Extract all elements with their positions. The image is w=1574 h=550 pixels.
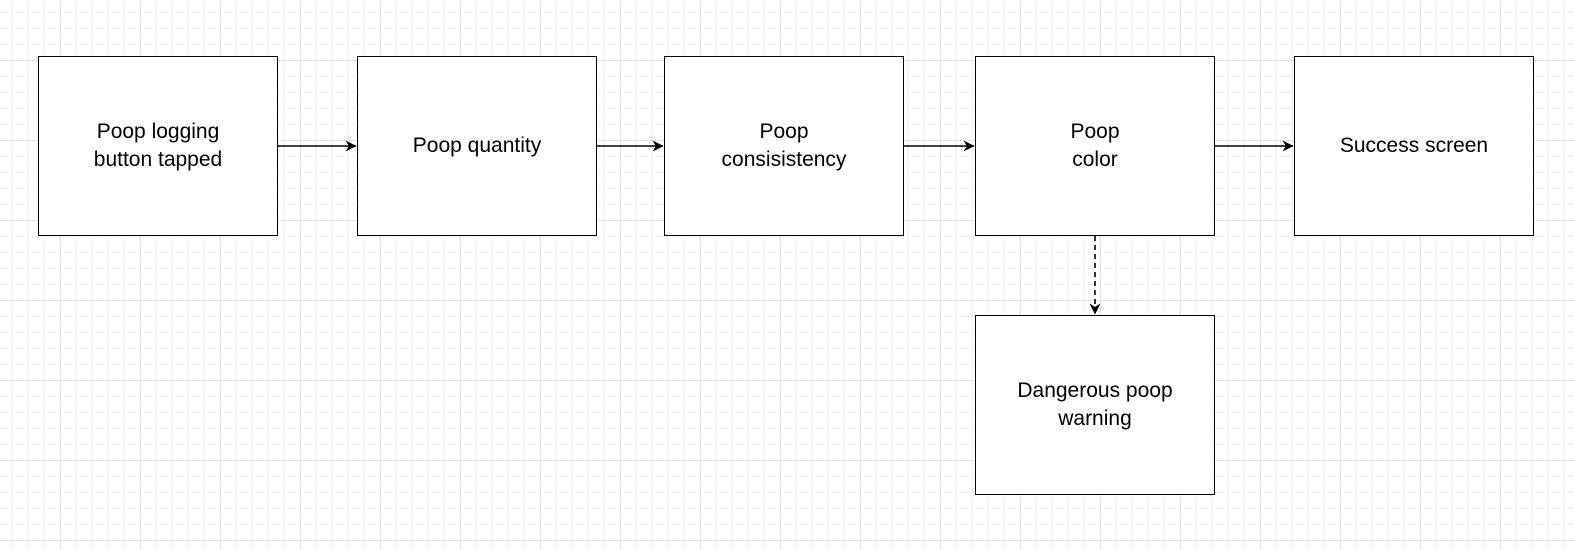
node-label: Poop logging button tapped bbox=[93, 120, 223, 171]
node-label: Poop quantity bbox=[412, 134, 542, 157]
node-label: Poop color bbox=[1070, 120, 1120, 171]
node-success-screen[interactable]: Success screen bbox=[1294, 56, 1534, 236]
node-dangerous-poop-warning[interactable]: Dangerous poop warning bbox=[975, 315, 1215, 495]
node-label: Poop consisistency bbox=[721, 120, 847, 171]
node-poop-logging-button-tapped[interactable]: Poop logging button tapped bbox=[38, 56, 278, 236]
node-poop-consistency[interactable]: Poop consisistency bbox=[664, 56, 904, 236]
node-label: Dangerous poop warning bbox=[1017, 379, 1173, 430]
node-label: Success screen bbox=[1339, 134, 1489, 157]
node-poop-color[interactable]: Poop color bbox=[975, 56, 1215, 236]
node-poop-quantity[interactable]: Poop quantity bbox=[357, 56, 597, 236]
